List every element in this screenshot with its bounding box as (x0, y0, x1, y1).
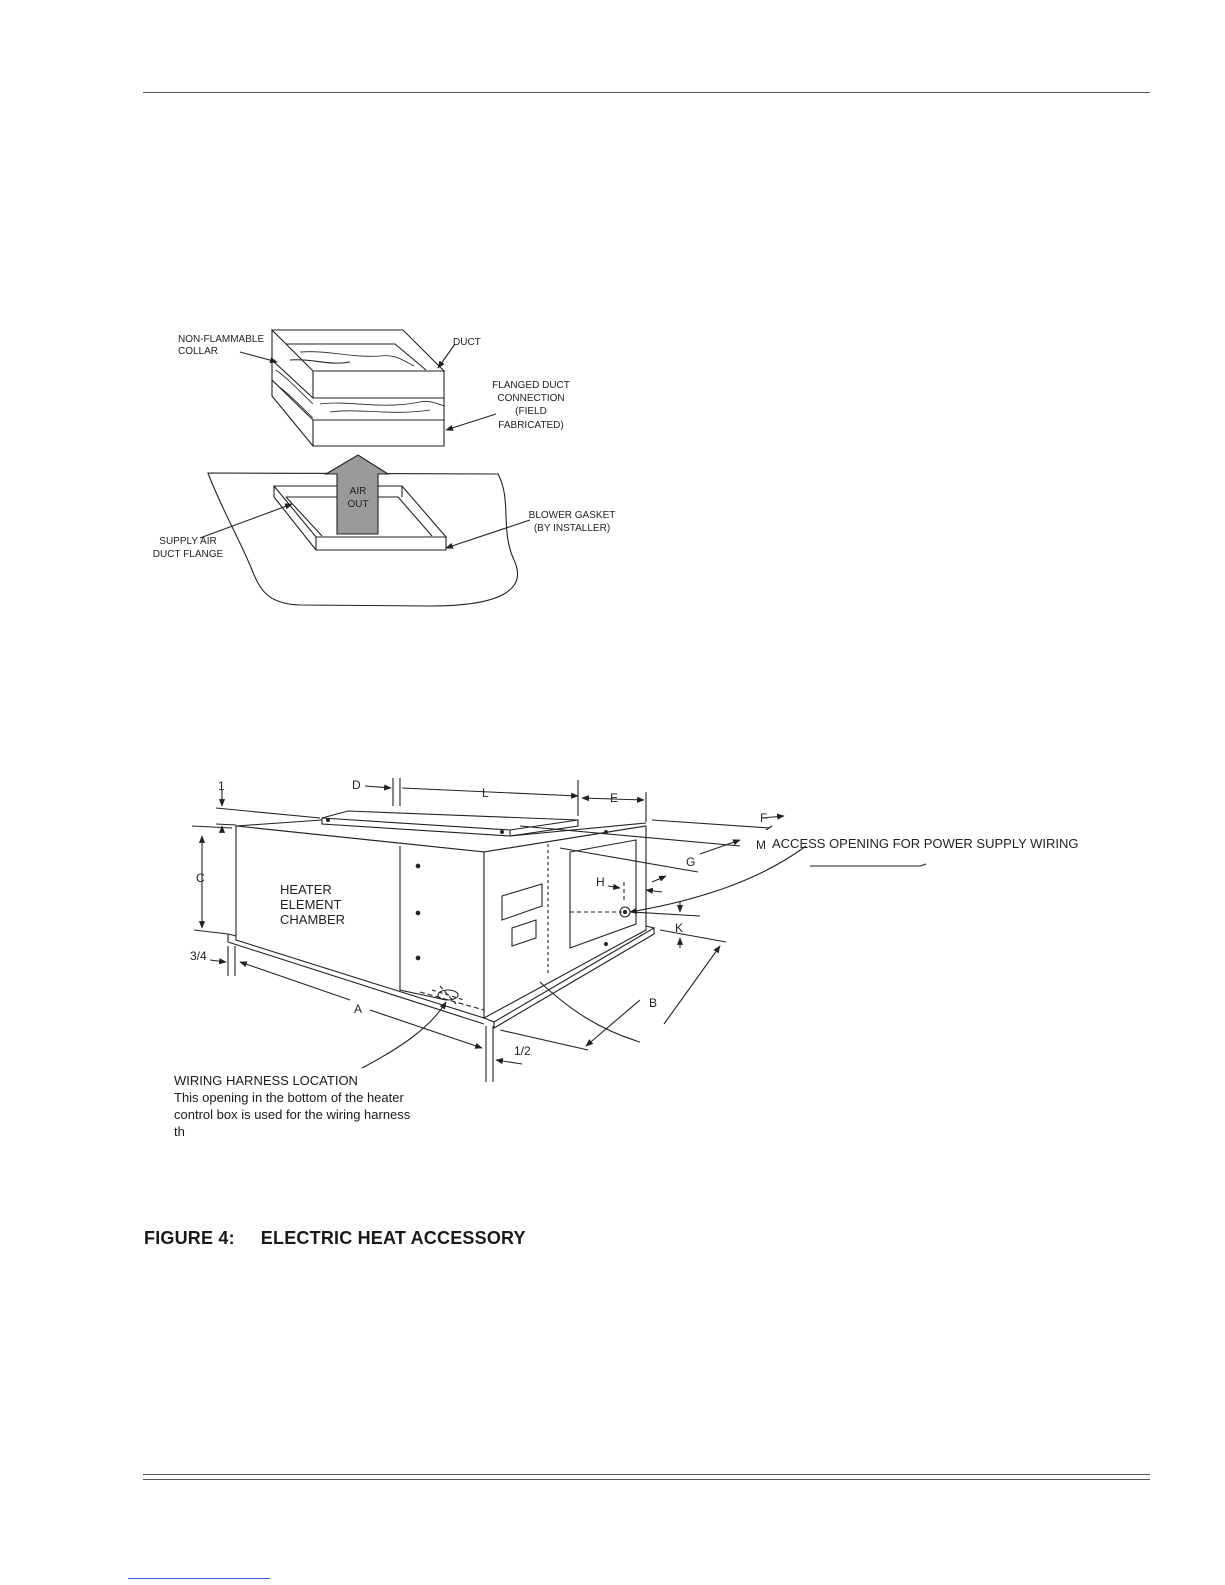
dim-c: C (196, 871, 205, 885)
flanged-label-3: (FIELD (515, 406, 547, 417)
chamber-label-3: CHAMBER (280, 912, 345, 927)
top-flange (321, 810, 579, 837)
dim-e: E (610, 791, 618, 805)
dim-h: H (596, 875, 605, 889)
collar-label-2: COLLAR (178, 346, 218, 357)
dim-g: G (686, 855, 695, 869)
access-opening-label: ACCESS OPENING FOR POWER SUPPLY WIRING (772, 836, 1079, 851)
wiring-harness-line-2: control box is used for the wiring harne… (174, 1107, 411, 1122)
dim-d: D (352, 778, 361, 792)
footer-rule-2 (143, 1479, 1150, 1480)
dim-k: K (675, 921, 683, 935)
dim-l: L (482, 786, 489, 800)
air-out-arrow (323, 454, 390, 535)
wiring-harness-note: WIRING HARNESS LOCATION This opening in … (174, 1072, 434, 1140)
dim-f: F (760, 811, 767, 825)
heater-element-chamber (235, 825, 485, 1019)
flanged-label-4: FABRICATED) (498, 420, 563, 431)
wiring-harness-title: WIRING HARNESS LOCATION (174, 1073, 358, 1088)
air-out-label-1: AIR (350, 486, 367, 497)
electric-heat-labels: 1 D L E F M G H K C 3/4 A B 1/2 ACCESS O… (190, 778, 1079, 1058)
duct-label: DUCT (453, 337, 481, 348)
dim-b: B (649, 996, 657, 1010)
chamber-label-2: ELEMENT (280, 897, 341, 912)
dim-m: M (756, 838, 766, 852)
wiring-harness-opening (437, 989, 459, 1001)
chamber-label-1: HEATER (280, 882, 332, 897)
flanged-label-2: CONNECTION (497, 393, 564, 404)
control-box (483, 825, 647, 1019)
dim-1: 1 (218, 779, 225, 793)
gasket-label-1: BLOWER GASKET (529, 510, 616, 521)
footer-link-underline[interactable] (128, 1578, 270, 1579)
dim-half: 1/2 (514, 1044, 531, 1058)
supply-label-1: SUPPLY AIR (159, 536, 216, 547)
duct-collar (270, 329, 446, 399)
gasket-label-2: (BY INSTALLER) (534, 523, 610, 534)
electric-heat-unit (191, 778, 927, 1082)
figure-title: FIGURE 4: ELECTRIC HEAT ACCESSORY (144, 1228, 526, 1248)
collar-label-1: NON-FLAMMABLE (178, 334, 264, 345)
wiring-harness-line-1: This opening in the bottom of the heater (174, 1090, 404, 1105)
footer-rule-1 (143, 1474, 1150, 1475)
flanged-label-1: FLANGED DUCT (492, 380, 570, 391)
dim-a: A (354, 1002, 362, 1016)
duct-connection-labels: NON-FLAMMABLE COLLAR DUCT FLANGED DUCT C… (153, 334, 616, 560)
wiring-harness-line-3: th (174, 1124, 185, 1139)
dim-three-quarter: 3/4 (190, 949, 207, 963)
duct-connection-figure (199, 329, 531, 607)
air-out-label-2: OUT (347, 499, 368, 510)
supply-label-2: DUCT FLANGE (153, 549, 224, 560)
header-rule (143, 92, 1150, 93)
flanged-duct-connection (271, 362, 445, 447)
